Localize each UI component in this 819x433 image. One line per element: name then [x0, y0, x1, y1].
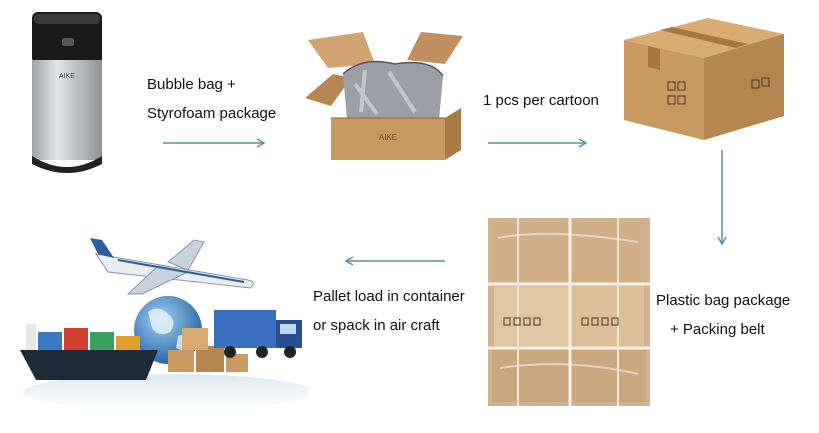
step2-line1: 1 pcs per cartoon	[483, 92, 599, 109]
step4-label: Pallet load in container or spack in air…	[313, 286, 465, 336]
step1-line1: Bubble bag +	[147, 76, 236, 93]
step1-line2: Styrofoam package	[147, 105, 277, 122]
step1-label: Bubble bag + Styrofoam package	[147, 74, 276, 124]
box-logo-text: AIKE	[379, 133, 397, 142]
arrow-right-2	[488, 137, 590, 149]
step3-line1: Plastic bag package	[656, 292, 791, 309]
logistics-image	[18, 232, 308, 412]
step3-line2: + Packing belt	[670, 321, 765, 338]
arrow-right-1	[163, 137, 268, 149]
wrapped-cartons-image	[488, 218, 650, 406]
arrow-down	[716, 150, 728, 248]
arrow-left	[343, 255, 445, 267]
hand-dryer-image: AIKE	[22, 6, 112, 176]
step2-label: 1 pcs per cartoon	[483, 90, 599, 111]
truck-icon	[214, 310, 302, 358]
dryer-logo-text: AIKE	[59, 73, 75, 80]
step4-line2: or spack in air craft	[313, 317, 440, 334]
step4-line1: Pallet load in container	[313, 288, 465, 305]
closed-carton-image	[612, 8, 792, 148]
airplane-icon	[90, 238, 254, 295]
cargo-boxes-icon	[168, 328, 248, 372]
open-carton-image: AIKE	[303, 28, 473, 168]
cargo-ship-icon	[20, 324, 158, 380]
step3-label: Plastic bag package + Packing belt	[656, 290, 790, 340]
